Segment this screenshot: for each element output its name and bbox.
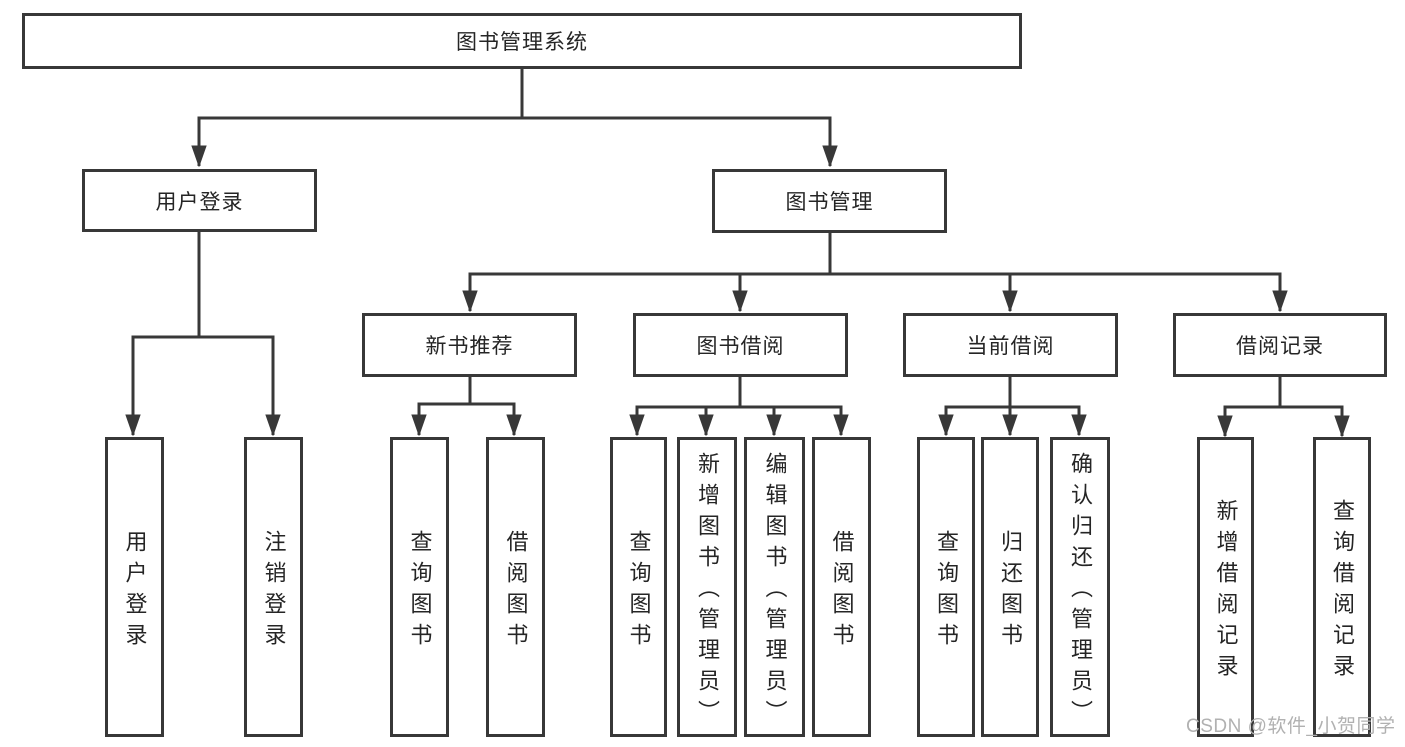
leaf-query-borrow-record: 查询借阅记录 xyxy=(1313,437,1371,737)
leaf-label: 查询借阅记录 xyxy=(1330,498,1355,685)
leaf-edit-book-admin: 编辑图书（管理员） xyxy=(744,437,805,737)
leaf-query-books-current: 查询图书 xyxy=(917,437,975,737)
leaf-add-borrow-record: 新增借阅记录 xyxy=(1197,437,1254,737)
leaf-borrow-books-recommend: 借阅图书 xyxy=(486,437,545,737)
leaf-label: 借阅图书 xyxy=(503,529,529,654)
leaf-borrow-books-borrowing: 借阅图书 xyxy=(812,437,871,737)
leaf-label: 查询图书 xyxy=(626,529,652,654)
leaf-add-book-admin: 新增图书（管理员） xyxy=(677,437,737,737)
node-book-management: 图书管理 xyxy=(712,169,947,233)
leaf-logout: 注销登录 xyxy=(244,437,303,737)
tree-trunk-lines xyxy=(131,67,1344,409)
node-borrowing-records: 借阅记录 xyxy=(1173,313,1387,377)
leaf-query-books-borrowing: 查询图书 xyxy=(610,437,667,737)
watermark: CSDN @软件_小贺同学 xyxy=(1186,716,1396,737)
node-root: 图书管理系统 xyxy=(22,13,1022,69)
node-user-login: 用户登录 xyxy=(82,169,317,232)
leaf-label: 确认归还（管理员） xyxy=(1068,452,1093,731)
leaf-label: 编辑图书（管理员） xyxy=(762,452,788,731)
node-new-book-recommend: 新书推荐 xyxy=(362,313,577,377)
leaf-return-books: 归还图书 xyxy=(981,437,1039,737)
leaf-label: 查询图书 xyxy=(407,529,433,654)
leaf-user-login: 用户登录 xyxy=(105,437,164,737)
node-book-borrowing: 图书借阅 xyxy=(633,313,848,377)
leaf-confirm-return-admin: 确认归还（管理员） xyxy=(1050,437,1110,737)
leaf-label: 新增借阅记录 xyxy=(1213,498,1239,685)
leaf-label: 归还图书 xyxy=(998,529,1023,654)
node-current-borrowing: 当前借阅 xyxy=(903,313,1118,377)
leaf-label: 查询图书 xyxy=(934,529,959,654)
leaf-label: 用户登录 xyxy=(122,529,148,654)
leaf-query-books-recommend: 查询图书 xyxy=(390,437,449,737)
leaf-label: 注销登录 xyxy=(261,529,287,654)
leaf-label: 新增图书（管理员） xyxy=(695,452,720,731)
leaf-label: 借阅图书 xyxy=(829,529,855,654)
